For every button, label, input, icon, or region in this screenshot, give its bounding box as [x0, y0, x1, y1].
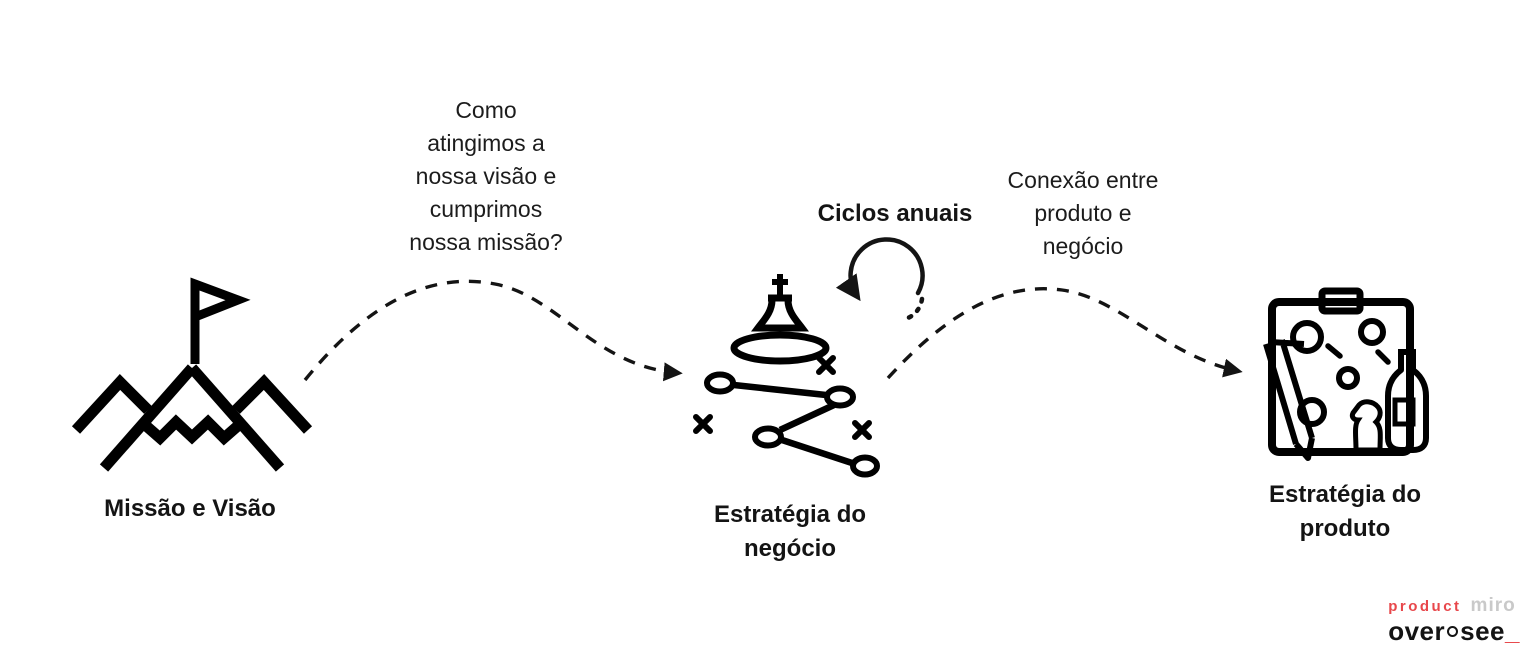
x-mark-2: [693, 414, 713, 434]
business-label: Estratégia do negócio: [713, 501, 867, 562]
annotation-cycles: Ciclos anuais: [817, 200, 973, 227]
knight-piece: [1349, 399, 1383, 453]
link-2: [778, 402, 836, 433]
node-dot-4: [850, 454, 880, 478]
king-cross: [772, 274, 788, 296]
pencil: [1263, 339, 1315, 461]
logo-see-text: see: [1460, 616, 1506, 646]
clipboard-clip: [1318, 287, 1364, 315]
mountain-flag-icon: [71, 277, 313, 472]
plan-circle-1: [1290, 320, 1324, 354]
mountain-main-left-slope: [99, 364, 197, 472]
mission-label: Missão e Visão: [104, 495, 276, 522]
node-dot-1: [704, 371, 736, 395]
chess-strategy-icon: [693, 274, 880, 478]
plan-circle-2: [1358, 318, 1386, 346]
plan-dash-2: [1375, 349, 1391, 365]
logo-product-text: product: [1388, 598, 1462, 615]
product-label: Estratégia do produto: [1268, 481, 1422, 542]
king-base: [730, 331, 830, 365]
miro-watermark: miro: [1470, 595, 1516, 616]
logo-over-text: over: [1388, 616, 1446, 646]
logo-ring-icon: [1447, 625, 1459, 637]
arrow-mission-to-business: [303, 279, 683, 382]
logo-oversee-text: over see _: [1388, 618, 1520, 644]
flag-pennant: [190, 277, 251, 324]
clipboard-board: [1268, 298, 1414, 456]
link-3: [780, 436, 854, 467]
bottle-label: [1392, 397, 1416, 427]
x-mark-3: [852, 420, 872, 440]
cycle-arrow: [835, 237, 925, 302]
brand-logo: product miro over see _: [1388, 596, 1520, 644]
plan-circle-4: [1297, 397, 1327, 427]
mountain-right-peak: [232, 374, 313, 434]
clipboard-strategy-icon: [1263, 287, 1429, 461]
annotation-how: Como atingimos a nossa visão e cumprimos…: [409, 97, 563, 255]
bottle: [1385, 349, 1429, 453]
x-mark-1: [816, 355, 836, 375]
mountain-left-peak: [71, 374, 152, 434]
plan-circle-3: [1336, 366, 1360, 390]
mountain-snow-zigzag: [140, 414, 244, 446]
mountain-main-right-slope: [187, 364, 285, 472]
cycle-arrow-dotted-tail: [905, 296, 925, 321]
node-dot-2: [824, 385, 856, 409]
logo-cursor-text: _: [1505, 616, 1520, 646]
king-body: [750, 299, 810, 332]
arrow-business-to-product: [886, 287, 1243, 380]
annotation-connection: Conexão entre produto e negócio: [1007, 167, 1159, 259]
link-1: [733, 381, 827, 399]
node-dot-3: [752, 425, 784, 449]
plan-dash-1: [1325, 343, 1343, 359]
